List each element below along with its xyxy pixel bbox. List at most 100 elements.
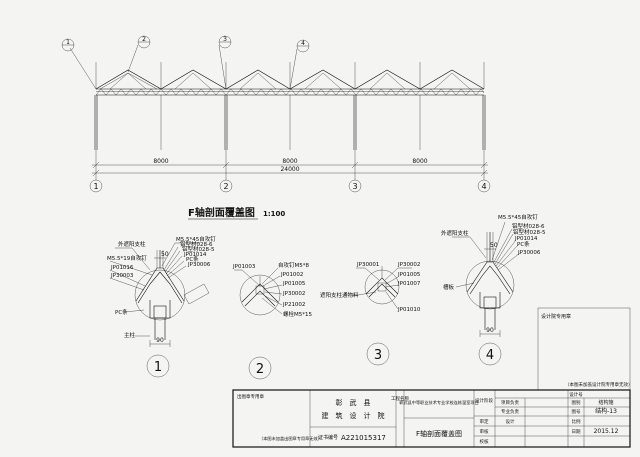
col-drawing-type: 图别	[572, 399, 581, 406]
section-scale: 1:100	[263, 210, 285, 218]
detail-2-id: 2	[256, 362, 264, 377]
drawing-title: F轴剖面覆盖图	[416, 429, 462, 438]
grid-label-1: 1	[93, 182, 98, 191]
col-design-no: 设计号	[569, 391, 583, 398]
d4-label-shade-post: 外遮阳支柱	[441, 229, 469, 237]
grid-bubble-4	[477, 179, 491, 193]
firm-name-2: 建 筑 设 计 院	[322, 411, 385, 420]
callout-4: 4	[296, 39, 310, 53]
d1-label-shade-post: 外遮阳支柱	[118, 240, 146, 248]
role-discipline-lead: 专业负责	[501, 408, 519, 415]
detail-4: M5.5*45自攻钉 铝型材028-6 铝型材028-5 JP01014 PC条…	[441, 213, 546, 366]
d2-label-screw: 自攻钉M5*8	[278, 261, 309, 269]
value-drawing-no: 结构-13	[595, 407, 617, 415]
d1-label-jp30006: JP30006	[187, 262, 211, 268]
d3-label-jp01005: JP01005	[397, 272, 421, 278]
col-drawing-no: 图号	[572, 409, 581, 415]
roof-braces	[109, 72, 471, 90]
project-name: 彰武县中等职业技术专业学校连栋温室项目	[399, 399, 479, 406]
d2-label-bolt: 螺栓M5*15	[283, 310, 312, 318]
role-approve: 审定	[480, 418, 489, 425]
d1-label-screw45: M5.5*45自攻钉	[176, 235, 216, 243]
d4-label-gutter: 槽板	[443, 283, 455, 291]
d1-label-screw19: M5.5*19自攻钉	[107, 254, 147, 262]
d3-label-jp01007: JP01007	[397, 281, 421, 287]
grid-label-3: 3	[352, 182, 357, 191]
d4-label-screw45: M5.5*45自攻钉	[498, 213, 538, 221]
role-check: 校核	[480, 438, 489, 445]
col-scale: 比例	[572, 418, 581, 425]
grid-label-4: 4	[481, 182, 486, 191]
grid-axes: 1 2 3 4	[89, 176, 491, 193]
value-drawing-type: 结构施	[598, 399, 613, 406]
d4-label-jp01014: JP01014	[514, 236, 538, 242]
project-label: 工程名称	[391, 395, 409, 402]
total-dim: 24000	[280, 166, 299, 173]
callout-2: 2	[137, 35, 151, 49]
d4-label-pc: PC条	[517, 240, 530, 248]
side-box-label: 设计院专用章	[541, 313, 571, 320]
grid-bubble-3	[348, 179, 362, 193]
d2-label-jp21002: JP21002	[282, 302, 305, 308]
d1-label-pc2: PC条	[115, 308, 128, 316]
role-review: 审核	[480, 428, 489, 435]
greenhouse-elevation: 1 2 3 4 8000 8000	[61, 35, 491, 220]
design-institute-box: 设计院专用章 （本图未加盖设计院专用章无效）	[537, 307, 633, 391]
d1-label-alu6: 铝型材028-6	[180, 240, 213, 248]
d2-label-jp01003: JP01003	[232, 264, 256, 270]
d2-label-jp30002: JP30002	[282, 291, 305, 297]
title-block: 出图章专用章 （本图未加盖出图章专用章无效） 彰 武 县 建 筑 设 计 院 证…	[232, 389, 631, 448]
d2-label-jp01002: JP01002	[280, 272, 303, 278]
d1-label-column: 主柱	[124, 331, 136, 339]
d4-dim-bottom: 90	[486, 327, 494, 334]
shade-posts	[95, 62, 485, 89]
callout-4-label: 4	[301, 40, 305, 47]
truss-web	[95, 88, 485, 96]
d1-label-alu5: 铝型材028-5	[182, 245, 215, 253]
callout-3-label: 3	[223, 36, 227, 43]
stamp-note: （本图未加盖出图章专用章无效）	[259, 435, 322, 442]
detail-1: M5.5*45自攻钉 铝型材028-6 铝型材028-5 JP01014 PC条…	[107, 235, 216, 378]
cert-label: 证书编号	[318, 434, 338, 441]
d1-label-jp01014: JP01014	[183, 252, 207, 258]
callout-2-label: 2	[142, 36, 146, 43]
callout-1-label: 1	[66, 39, 70, 46]
grid-label-2: 2	[223, 182, 228, 191]
detail-4-id: 4	[486, 348, 494, 363]
span-dim-3: 8000	[412, 158, 427, 165]
span-dim-2: 8000	[282, 158, 297, 165]
grid-bubble-2	[219, 179, 233, 193]
d3-label-jp30001: JP30001	[356, 262, 379, 268]
detail-3: JP30001 JP30002 JP01005 JP01007 遮阳支柱通物料 …	[320, 262, 421, 366]
detail-2: JP01003 自攻钉M5*8 JP01002 JP01005 JP30002 …	[232, 261, 312, 380]
d4-label-alu6: 铝型材028-6	[512, 222, 545, 230]
d3-label-shade-rail: 遮阳支柱通物料	[320, 291, 359, 299]
section-title: F轴剖面覆盖图	[188, 206, 255, 219]
role-project-lead: 项目负责	[501, 399, 519, 406]
callout-leaders	[69, 44, 298, 90]
d4-label-jp30006: JP30006	[517, 250, 541, 256]
cert-number: A221015317	[341, 434, 386, 442]
d4-dim-top: 50	[490, 242, 498, 249]
d1-dim-bottom: 90	[156, 337, 164, 344]
role-designer: 设计	[506, 418, 515, 425]
design-stage-label: 设计阶段	[475, 397, 493, 404]
col-date: 日期	[572, 429, 581, 435]
d2-label-jp01005: JP01005	[282, 281, 306, 287]
grid-bubble-1	[89, 179, 103, 193]
stamp-label: 出图章专用章	[237, 393, 264, 400]
value-date: 2015.12	[594, 428, 619, 435]
d1-label-jp01016: JP01016	[110, 265, 134, 271]
d3-label-jp01010: JP01010	[397, 307, 421, 313]
d3-label-jp30002: JP30002	[397, 262, 420, 268]
d1-label-pc: PC条	[186, 255, 199, 263]
span-dim-1: 8000	[153, 158, 168, 165]
dimension-lines: 8000 8000 8000 24000	[92, 150, 488, 177]
callout-1: 1	[61, 38, 75, 52]
d4-label-alu5: 铝型材028-5	[513, 228, 546, 236]
callout-3: 3	[218, 35, 232, 49]
firm-name-1: 彰 武 县	[336, 398, 371, 407]
d1-label-jp30003: JP30003	[110, 273, 134, 279]
